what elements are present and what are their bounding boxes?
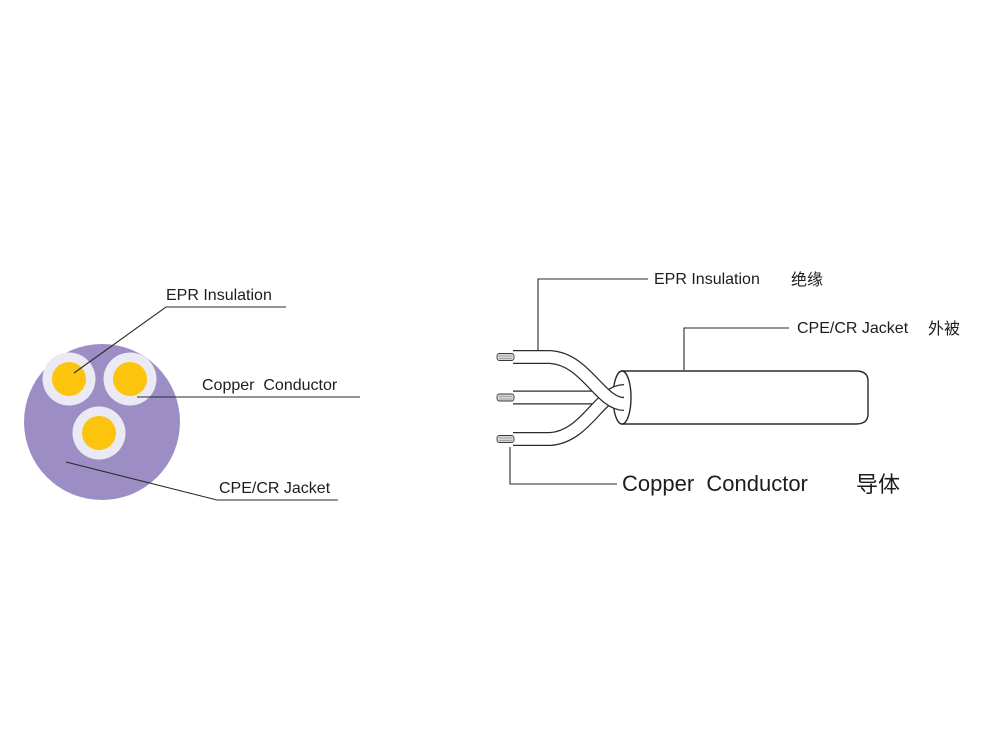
copper-core xyxy=(52,362,86,396)
label-epr-insulation-zh: 绝缘 xyxy=(791,271,823,289)
cable-cross-section: EPR Insulation Copper Conductor CPE/CR J… xyxy=(24,287,360,501)
conductor-tip-middle xyxy=(496,393,515,402)
conductor-tip-top xyxy=(496,353,515,361)
label-cpe-jacket-left: CPE/CR Jacket xyxy=(219,480,331,497)
conductor-tip-bottom xyxy=(496,435,515,443)
label-copper-conductor-zh: 导体 xyxy=(856,472,900,497)
leader-epr-insulation-right xyxy=(537,278,648,351)
cable-side-view: EPR Insulation 绝缘 CPE/CR Jacket 外被 Coppe… xyxy=(496,271,960,497)
label-cpe-jacket-right: CPE/CR Jacket xyxy=(797,320,909,337)
leader-cpe-jacket-left xyxy=(65,461,338,501)
label-copper-conductor-left: Copper Conductor xyxy=(202,377,338,394)
label-epr-insulation-left: EPR Insulation xyxy=(166,287,272,304)
leader-epr-insulation-left xyxy=(73,306,286,374)
jacket-body xyxy=(621,370,869,425)
wire-bottom xyxy=(513,385,625,445)
label-copper-conductor-right: Copper Conductor xyxy=(622,471,808,496)
leader-cpe-jacket-right xyxy=(683,327,789,370)
label-epr-insulation-right: EPR Insulation xyxy=(654,271,760,288)
label-cpe-jacket-zh: 外被 xyxy=(928,320,960,338)
leader-copper-conductor-right xyxy=(509,447,617,485)
wire-top xyxy=(513,351,625,410)
copper-core xyxy=(113,362,147,396)
copper-core xyxy=(82,416,116,450)
